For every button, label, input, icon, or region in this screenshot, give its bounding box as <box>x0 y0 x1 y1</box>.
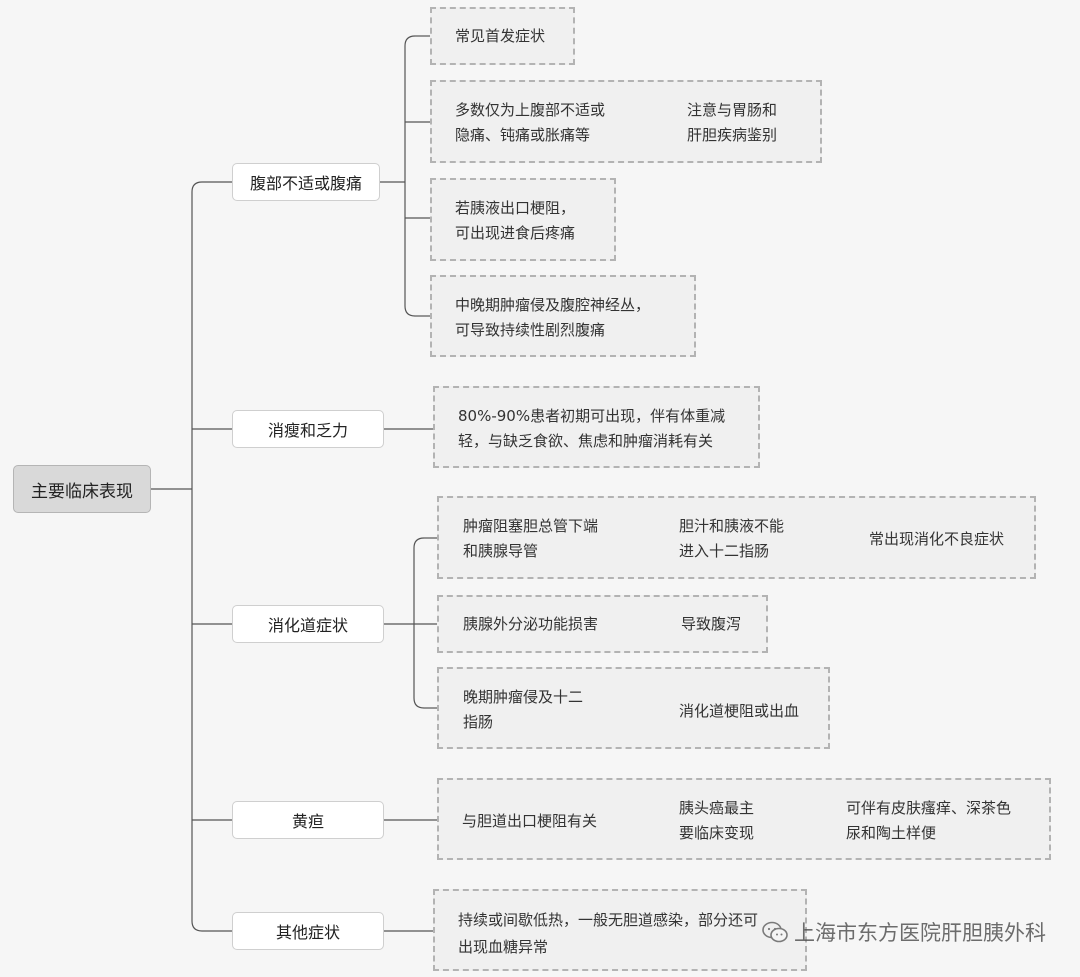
item-text: 胰腺外分泌功能损害 <box>463 615 599 633</box>
item-text: 常见首发症状 <box>455 27 546 45</box>
item-text: 肿瘤阻塞胆总管下端 和胰腺导管 <box>463 517 599 560</box>
item-group <box>437 496 1036 579</box>
item-group <box>430 80 822 163</box>
item-text: 常出现消化不良症状 <box>869 530 1005 548</box>
watermark: 上海市东方医院肝胆胰外科 <box>762 917 1046 947</box>
item-text: 胰头癌最主 要临床变现 <box>679 799 755 842</box>
branch-label: 黄疸 <box>291 812 324 831</box>
item-text: 注意与胃肠和 肝胆疾病鉴别 <box>687 101 778 144</box>
item-text: 80%-90%患者初期可出现，伴有体重减 轻，与缺乏食欲、焦虑和肿瘤消耗有关 <box>458 407 726 450</box>
watermark-text: 上海市东方医院肝胆胰外科 <box>794 921 1046 945</box>
branch-label: 消化道症状 <box>267 616 348 635</box>
trunk-line <box>191 181 203 932</box>
item-text: 导致腹泻 <box>681 615 742 633</box>
branch-label: 消瘦和乏力 <box>267 421 348 440</box>
item-text: 若胰液出口梗阻， 可出现进食后疼痛 <box>455 199 576 242</box>
root-node: 主要临床表现 <box>13 465 151 513</box>
item-group <box>433 889 807 971</box>
branch-stem <box>413 537 425 709</box>
branch-label: 腹部不适或腹痛 <box>249 174 362 193</box>
item-text: 持续或间歇低热，一般无胆道感染，部分还可 出现血糖异常 <box>458 911 759 956</box>
branch-other: 其他症状 <box>232 912 384 950</box>
item-group <box>437 778 1051 860</box>
item-text: 多数仅为上腹部不适或 隐痛、钝痛或胀痛等 <box>455 101 606 144</box>
item-text: 消化道梗阻或出血 <box>679 702 800 720</box>
branch-jaundice: 黄疸 <box>232 801 384 839</box>
item-group <box>437 595 768 653</box>
item-text: 与胆道出口梗阻有关 <box>462 812 598 830</box>
item-group <box>433 386 760 468</box>
branch-stem <box>404 35 416 317</box>
item-group <box>430 7 575 65</box>
root-label: 主要临床表现 <box>31 481 133 502</box>
item-text: 中晚期肿瘤侵及腹腔神经丛， 可导致持续性剧烈腹痛 <box>455 296 651 339</box>
item-text: 晚期肿瘤侵及十二 指肠 <box>463 688 584 731</box>
wechat-icon <box>762 921 788 943</box>
branch-abdominal-pain: 腹部不适或腹痛 <box>232 163 380 201</box>
branch-weight-loss: 消瘦和乏力 <box>232 410 384 448</box>
item-text: 可伴有皮肤瘙痒、深茶色 尿和陶土样便 <box>846 799 1012 842</box>
branch-label: 其他症状 <box>275 923 340 942</box>
item-text: 胆汁和胰液不能 进入十二指肠 <box>679 517 785 560</box>
item-group <box>430 275 696 357</box>
branch-digestive: 消化道症状 <box>232 605 384 643</box>
item-group <box>430 178 616 261</box>
item-group <box>437 667 830 749</box>
